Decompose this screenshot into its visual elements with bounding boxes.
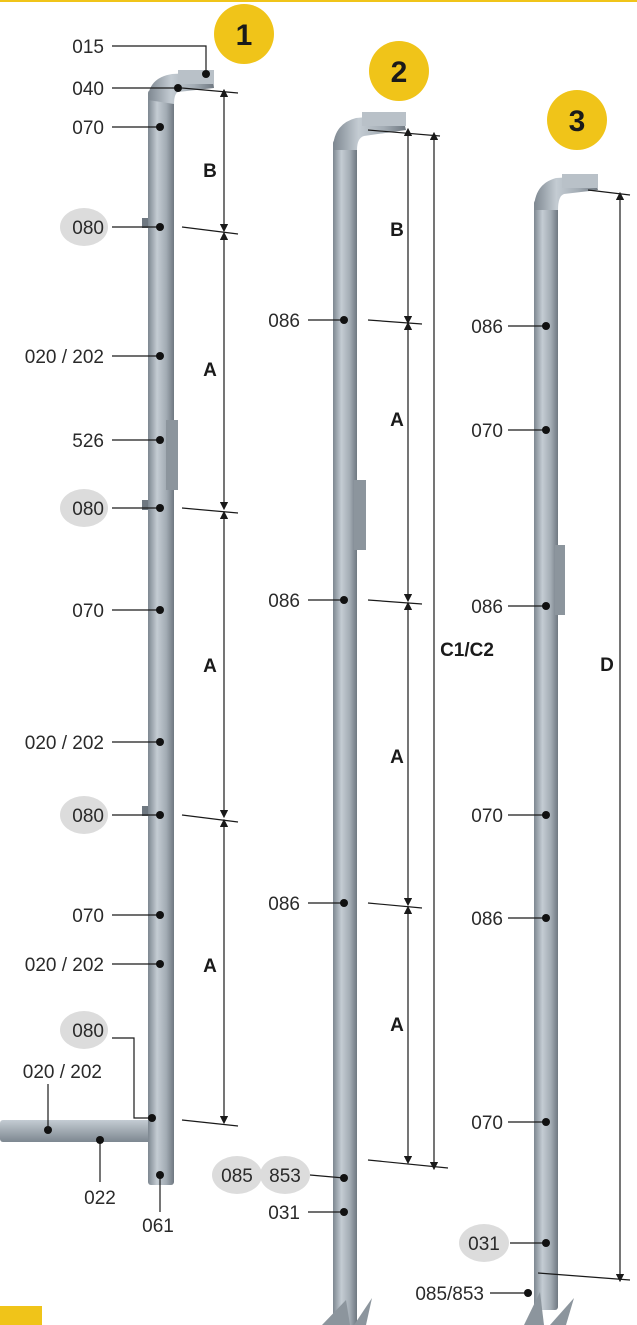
label-031-3: 031: [468, 1234, 500, 1255]
label-070-2: 070: [72, 906, 104, 927]
pole-3: [524, 174, 598, 1325]
pole-3-dimensions: [537, 189, 631, 1283]
label-020-202-bar: 020 / 202: [23, 1062, 102, 1083]
dim-D: D: [600, 655, 614, 676]
pole-2-dots: [340, 316, 348, 1216]
label-070-1: 070: [72, 601, 104, 622]
highlight-085: [212, 1156, 262, 1194]
dim-C1-C2: C1/C2: [440, 640, 494, 661]
label-061: 061: [142, 1216, 174, 1237]
label-070-3b: 070: [471, 806, 503, 827]
dim-A-2c: A: [390, 1015, 404, 1036]
label-040: 040: [72, 79, 104, 100]
dim-A-2a: A: [390, 410, 404, 431]
badge-3: 3: [547, 90, 607, 150]
svg-text:1: 1: [236, 19, 253, 52]
badge-1: 1: [214, 4, 274, 64]
pole-1-callouts: [99, 45, 207, 1212]
label-080-3: 080: [72, 806, 104, 827]
highlight-080-d: [60, 1011, 108, 1049]
pole-2: [322, 112, 406, 1325]
highlight-080-b: [60, 489, 108, 527]
label-085-853-3: 085/853: [415, 1284, 484, 1305]
pole-2-dimensions: [367, 127, 449, 1171]
dim-A-1b: A: [203, 656, 217, 677]
label-853-2: 853: [269, 1166, 301, 1187]
label-086-3b: 086: [471, 597, 503, 618]
label-020-202-2: 020 / 202: [25, 733, 104, 754]
pole-1-dots: [44, 70, 210, 1179]
label-022: 022: [84, 1188, 116, 1209]
pole-2-callouts: [308, 319, 345, 1213]
dim-B-2: B: [390, 220, 404, 241]
label-086-3c: 086: [471, 909, 503, 930]
dim-A-2b: A: [390, 747, 404, 768]
dim-A-1c: A: [203, 956, 217, 977]
label-086-2c: 086: [268, 894, 300, 915]
dim-A-1a: A: [203, 360, 217, 381]
label-080-4: 080: [72, 1021, 104, 1042]
top-accent-rule: [0, 0, 637, 2]
highlight-853: [260, 1156, 310, 1194]
label-031-2: 031: [268, 1203, 300, 1224]
dim-B-1: B: [203, 161, 217, 182]
label-526: 526: [72, 431, 104, 452]
pole-3-callouts: [490, 325, 546, 1294]
label-086-2a: 086: [268, 311, 300, 332]
label-086-3a: 086: [471, 317, 503, 338]
label-085-2: 085: [221, 1166, 253, 1187]
label-080-2: 080: [72, 499, 104, 520]
label-020-202-3: 020 / 202: [25, 955, 104, 976]
label-020-202-1: 020 / 202: [25, 347, 104, 368]
badge-2: 2: [369, 41, 429, 101]
label-086-2b: 086: [268, 591, 300, 612]
corner-accent: [0, 1306, 42, 1325]
label-070-top: 070: [72, 118, 104, 139]
label-070-3a: 070: [471, 421, 503, 442]
pole-1: [0, 70, 214, 1185]
highlight-080-a: [60, 208, 108, 246]
label-080-1: 080: [72, 218, 104, 239]
highlight-031: [459, 1224, 509, 1262]
label-070-3c: 070: [471, 1113, 503, 1134]
pole-3-dots: [524, 322, 550, 1297]
svg-text:3: 3: [569, 105, 586, 138]
svg-text:2: 2: [391, 56, 408, 89]
label-015: 015: [72, 37, 104, 58]
highlight-080-c: [60, 796, 108, 834]
pole-1-dimensions: [181, 87, 239, 1127]
